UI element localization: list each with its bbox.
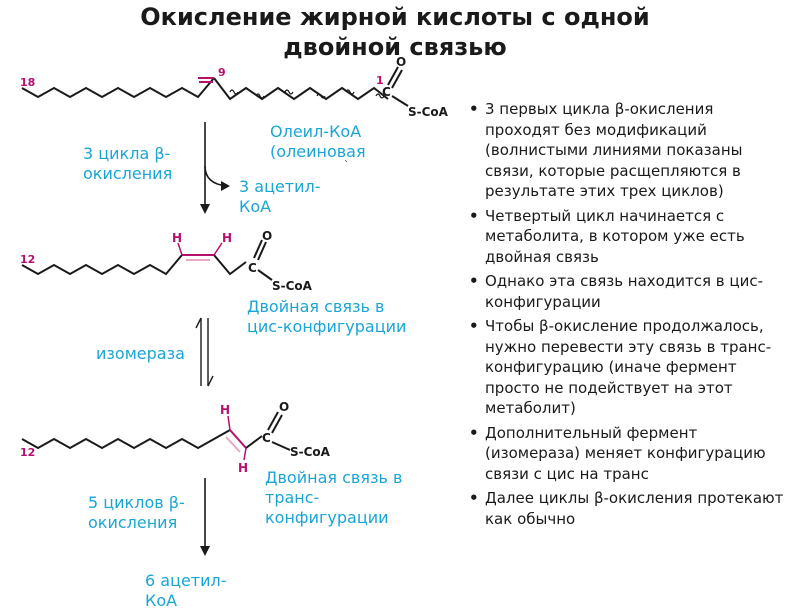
trans-molecule xyxy=(21,411,291,461)
list-item: Чтобы β-окисление продолжалось, нужно пе… xyxy=(465,316,785,419)
bottom-coa: S-CoA xyxy=(290,445,331,459)
step2-arrowhead xyxy=(200,546,210,556)
explanation-list: 3 первых цикла β-окисления проходят без … xyxy=(465,99,785,533)
bottom-carbonyl-c: C xyxy=(262,431,271,445)
top-carbonyl-c: C xyxy=(382,85,391,99)
mid-h-left: H xyxy=(172,231,182,245)
mid-coa: S-CoA xyxy=(272,279,313,293)
mid-oxygen: O xyxy=(262,229,272,243)
cleaved-bond-marks xyxy=(229,89,385,99)
top-oxygen: O xyxy=(396,55,406,69)
mid-carbonyl-c: C xyxy=(248,261,257,275)
mid-h-right: H xyxy=(222,231,232,245)
bottom-h-bottom: H xyxy=(238,461,248,475)
step1-arrow xyxy=(204,122,228,208)
slide-title: Окисление жирной кислоты с одной двойной… xyxy=(140,3,650,61)
cis-note: Двойная связь в цис-конфигурации xyxy=(247,297,407,336)
list-item: Дополнительный фермент (изомераза) меняе… xyxy=(465,423,785,485)
c9-label: 9 xyxy=(218,66,226,79)
cis-molecule xyxy=(21,239,273,281)
list-item: 3 первых цикла β-окисления проходят без … xyxy=(465,99,785,202)
mid-c12-label: 12 xyxy=(20,253,35,266)
bottom-h-top: H xyxy=(220,403,230,417)
bottom-c12-label: 12 xyxy=(20,446,35,459)
step1-label: 3 цикла β-окисления xyxy=(83,144,173,183)
oleyl-coa-note: Олеил-КоА (олеиновая xyxy=(270,122,366,161)
isomerase-label: изомераза xyxy=(96,344,185,363)
step1-side-arrowhead xyxy=(221,181,230,191)
list-item: Далее циклы β-окисления протекают как об… xyxy=(465,488,785,529)
oleyl-coa-molecule xyxy=(21,66,409,107)
isomerase-arrow xyxy=(195,317,214,387)
step1-product: 3 ацетил-КоА xyxy=(239,177,321,216)
bottom-oxygen: O xyxy=(279,400,289,414)
c1-label: 1 xyxy=(376,74,384,87)
top-coa: S-CoA xyxy=(408,105,449,119)
list-item: Четвертый цикл начинается с метаболита, … xyxy=(465,206,785,268)
c18-label: 18 xyxy=(20,76,35,89)
oleyl-coa-note-tail: ` xyxy=(344,160,349,171)
step2-label: 5 циклов β-окисления xyxy=(88,493,185,532)
step1-arrowhead xyxy=(200,204,210,214)
trans-note: Двойная связь в транс-конфигурации xyxy=(265,468,403,527)
reaction-scheme: 18 9 1 C O S-CoA 12 H H C O S-CoA xyxy=(20,55,449,556)
step2-product: 6 ацетил-КоА xyxy=(145,571,227,610)
list-item: Однако эта связь находится в цис-конфигу… xyxy=(465,271,785,312)
